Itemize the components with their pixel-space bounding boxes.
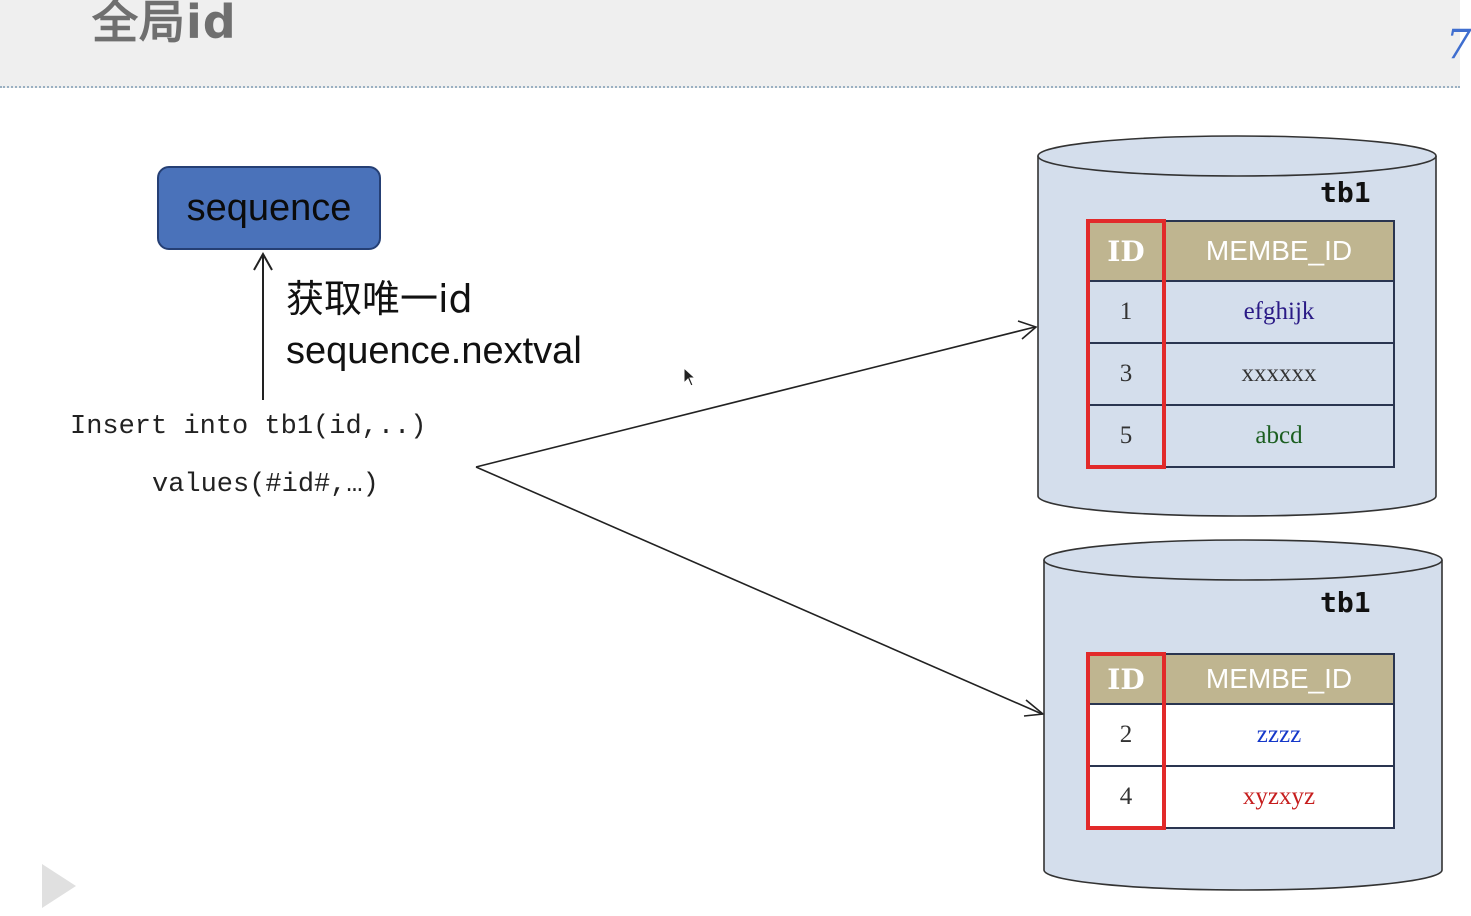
id-column-highlight-2 <box>1086 652 1166 830</box>
cell-member-id: xxxxxx <box>1241 360 1317 387</box>
cell-member-id: xyzxyz <box>1242 783 1316 810</box>
sequence-box: sequence <box>157 166 381 250</box>
sequence-box-label: sequence <box>186 186 352 229</box>
slide-header: 全局id 7 <box>0 0 1471 88</box>
get-unique-id-label: 获取唯一id <box>286 277 473 321</box>
route-arrow-lower-head <box>1023 699 1045 717</box>
table-row: 4 xyzxyz <box>1087 767 1395 829</box>
database-2-table: ID MEMBE_ID 2 zzzz 4 xyzxyz <box>1087 653 1395 829</box>
cell-member-id: efghijk <box>1243 298 1315 325</box>
id-column-highlight-1 <box>1086 219 1166 469</box>
slide-title: 全局id <box>92 0 237 49</box>
database-1-label: tb1 <box>1320 176 1371 209</box>
mouse-cursor-icon <box>683 366 697 387</box>
cell-member-id: zzzz <box>1256 721 1302 748</box>
route-arrow-upper-head <box>1017 320 1038 340</box>
table-header-row: ID MEMBE_ID <box>1087 220 1395 282</box>
database-1-table: ID MEMBE_ID 1 efghijk 3 xxxxxx 5 abcd <box>1087 220 1395 468</box>
column-header-member-id: MEMBE_ID <box>1205 663 1353 694</box>
insert-statement-line2: values(#id#,…) <box>152 470 379 500</box>
sequence-arrow-head <box>253 251 273 271</box>
database-2-label: tb1 <box>1320 586 1371 619</box>
table-row: 3 xxxxxx <box>1087 344 1395 406</box>
insert-statement-line1: Insert into tb1(id,..) <box>70 412 427 442</box>
route-arrow-upper <box>475 326 1036 468</box>
nextval-label: sequence.nextval <box>286 330 582 372</box>
table-header-row: ID MEMBE_ID <box>1087 653 1395 705</box>
table-row: 1 efghijk <box>1087 282 1395 344</box>
play-icon[interactable] <box>42 864 76 908</box>
route-arrow-lower <box>475 466 1043 715</box>
corner-mark: 7 <box>1446 22 1471 68</box>
cell-member-id: abcd <box>1255 422 1303 449</box>
column-header-member-id: MEMBE_ID <box>1205 235 1353 266</box>
